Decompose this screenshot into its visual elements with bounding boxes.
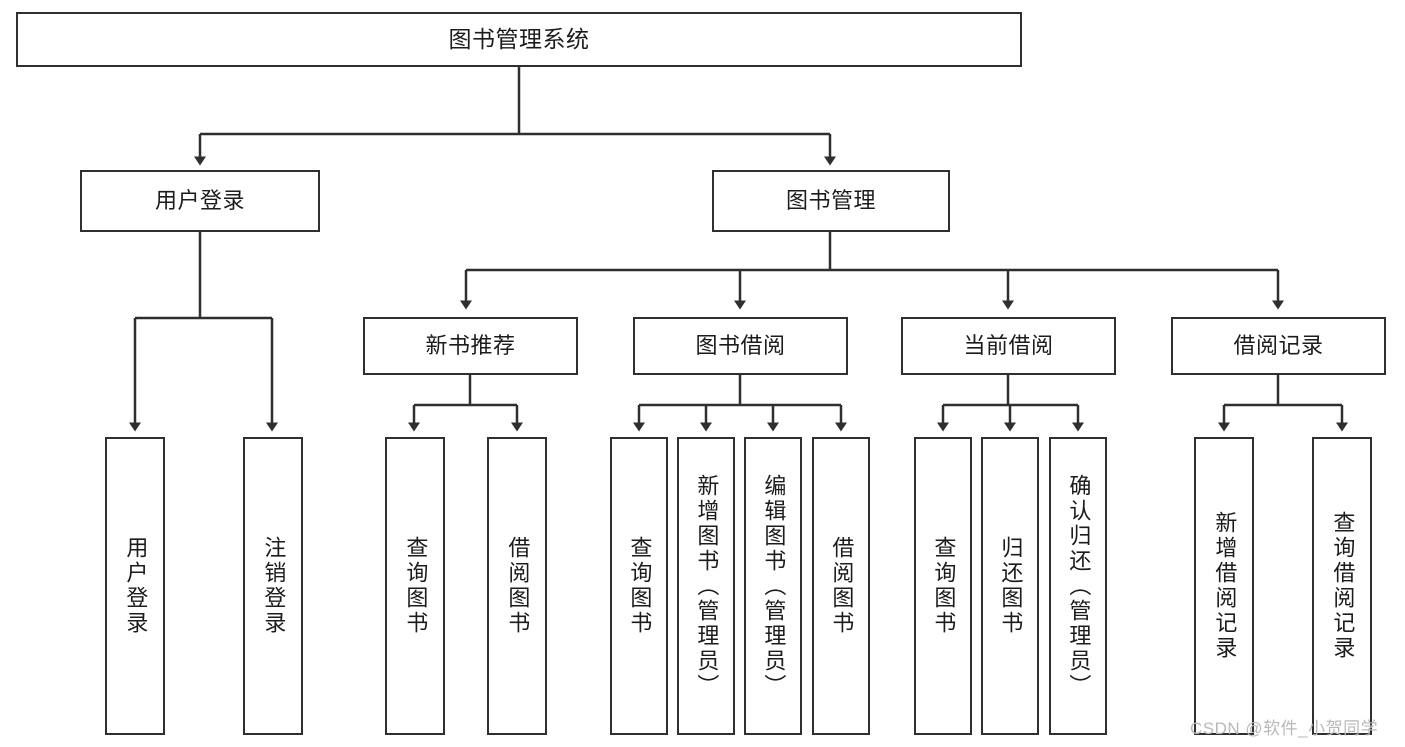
leaf-user-login-signout[interactable]: 注销登录 [243,437,303,735]
leaf-record-query-record-label: 查询借阅记录 [1330,511,1356,661]
leaf-user-login-signin[interactable]: 用户登录 [105,437,165,735]
leaf-current-confirm-return-admin[interactable]: 确认归还（管理员） [1049,437,1107,735]
leaf-recommend-borrow-book-label: 借阅图书 [505,536,531,636]
leaf-recommend-borrow-book[interactable]: 借阅图书 [487,437,547,735]
leaf-recommend-query-book-label: 查询图书 [403,536,429,636]
leaf-record-query-record[interactable]: 查询借阅记录 [1312,437,1372,735]
node-new-book-recommend-label: 新书推荐 [425,332,516,358]
node-borrow-record-label: 借阅记录 [1233,332,1324,358]
leaf-borrow-query-book-label: 查询图书 [627,536,653,636]
leaf-borrow-edit-book-admin[interactable]: 编辑图书（管理员） [744,437,802,735]
node-new-book-recommend[interactable]: 新书推荐 [363,317,578,375]
leaf-record-add-record-label: 新增借阅记录 [1212,511,1238,661]
node-book-management[interactable]: 图书管理 [712,170,950,232]
leaf-current-query-book-label: 查询图书 [931,536,957,636]
leaf-user-login-signin-label: 用户登录 [123,536,149,636]
leaf-current-query-book[interactable]: 查询图书 [914,437,972,735]
node-book-management-label: 图书管理 [785,187,876,213]
leaf-user-login-signout-label: 注销登录 [261,536,287,636]
node-user-login-label: 用户登录 [154,187,245,213]
leaf-record-add-record[interactable]: 新增借阅记录 [1194,437,1254,735]
node-user-login[interactable]: 用户登录 [80,170,320,232]
csdn-watermark: CSDN @软件_小贺同学 [1190,719,1379,738]
node-root-system[interactable]: 图书管理系统 [16,12,1022,67]
leaf-current-return-book-label: 归还图书 [998,536,1024,636]
leaf-borrow-borrow-book[interactable]: 借阅图书 [812,437,870,735]
leaf-current-confirm-return-admin-label: 确认归还（管理员） [1066,473,1092,699]
node-book-borrow-label: 图书借阅 [695,332,786,358]
leaf-borrow-edit-book-admin-label: 编辑图书（管理员） [761,473,787,699]
node-current-borrow-label: 当前借阅 [963,332,1054,358]
node-root-system-label: 图书管理系统 [448,26,590,53]
leaf-borrow-borrow-book-label: 借阅图书 [829,536,855,636]
leaf-borrow-add-book-admin[interactable]: 新增图书（管理员） [677,437,735,735]
leaf-borrow-query-book[interactable]: 查询图书 [610,437,668,735]
leaf-borrow-add-book-admin-label: 新增图书（管理员） [694,473,720,699]
node-borrow-record[interactable]: 借阅记录 [1171,317,1386,375]
node-current-borrow[interactable]: 当前借阅 [901,317,1116,375]
leaf-current-return-book[interactable]: 归还图书 [981,437,1039,735]
node-book-borrow[interactable]: 图书借阅 [633,317,848,375]
leaf-recommend-query-book[interactable]: 查询图书 [385,437,445,735]
